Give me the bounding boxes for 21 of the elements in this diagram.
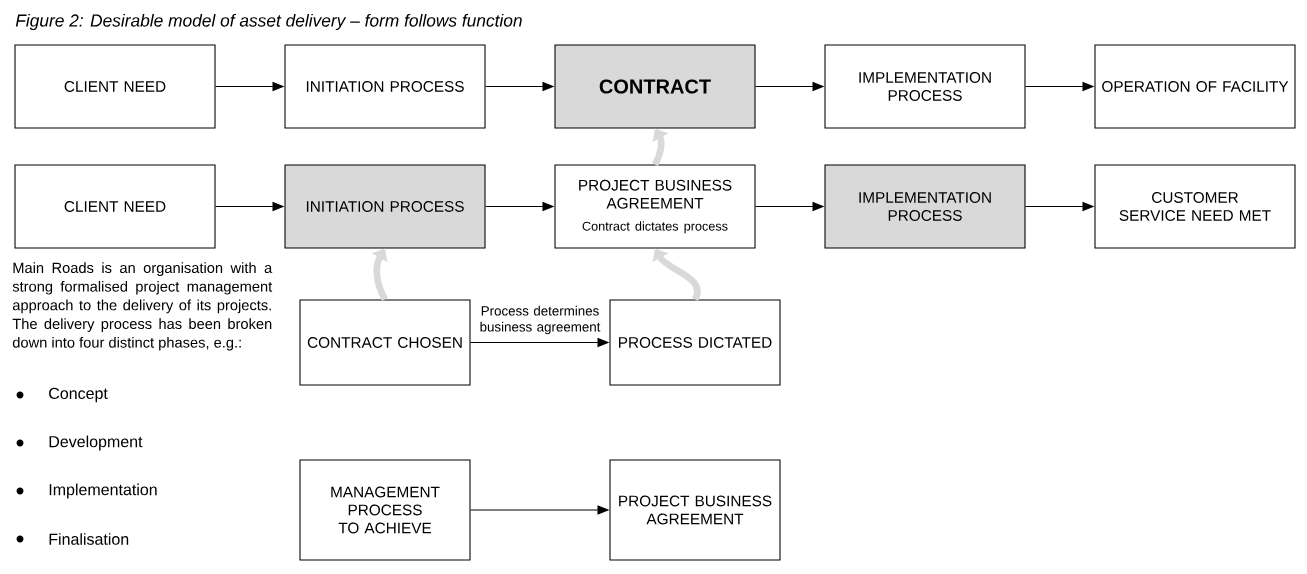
process-box: PROJECT BUSINESS AGREEMENT Contract dictates process bbox=[554, 164, 756, 249]
process-box: PROCESS DICTATED bbox=[609, 299, 781, 386]
process-box: PROJECT BUSINESS AGREEMENT bbox=[609, 459, 781, 561]
bullet-item: Development bbox=[16, 435, 143, 451]
process-box: CLIENT NEED bbox=[14, 44, 216, 129]
process-box: INITIATION PROCESS bbox=[284, 44, 486, 129]
process-box: IMPLEMENTATION PROCESS bbox=[824, 164, 1026, 249]
process-box: IMPLEMENTATION PROCESS bbox=[824, 44, 1026, 129]
process-box: OPERATION OF FACILITY bbox=[1094, 44, 1296, 129]
process-box: INITIATION PROCESS bbox=[284, 164, 486, 249]
process-box: CUSTOMER SERVICE NEED MET bbox=[1094, 164, 1296, 249]
process-box: CONTRACT bbox=[554, 44, 756, 129]
process-box: CLIENT NEED bbox=[14, 164, 216, 249]
bullet-item: Implementation bbox=[16, 483, 157, 499]
bullet-item: Finalisation bbox=[16, 533, 129, 545]
process-box: CONTRACT CHOSEN bbox=[299, 299, 471, 386]
edge-label: Process determines business agreement bbox=[472, 304, 608, 336]
bullet-item: Concept bbox=[16, 387, 108, 403]
process-box: MANAGEMENT PROCESS TO ACHIEVE bbox=[299, 459, 471, 561]
paragraph: Main Roads is an organisation with a strong formalised project management approach to the delivery of its projects. The delivery process has been broken down into four distinct phases, e.g.: bbox=[12, 262, 273, 351]
figure-caption: Figure 2: Desirable model of asset delivery – form follows function bbox=[15, 13, 522, 31]
